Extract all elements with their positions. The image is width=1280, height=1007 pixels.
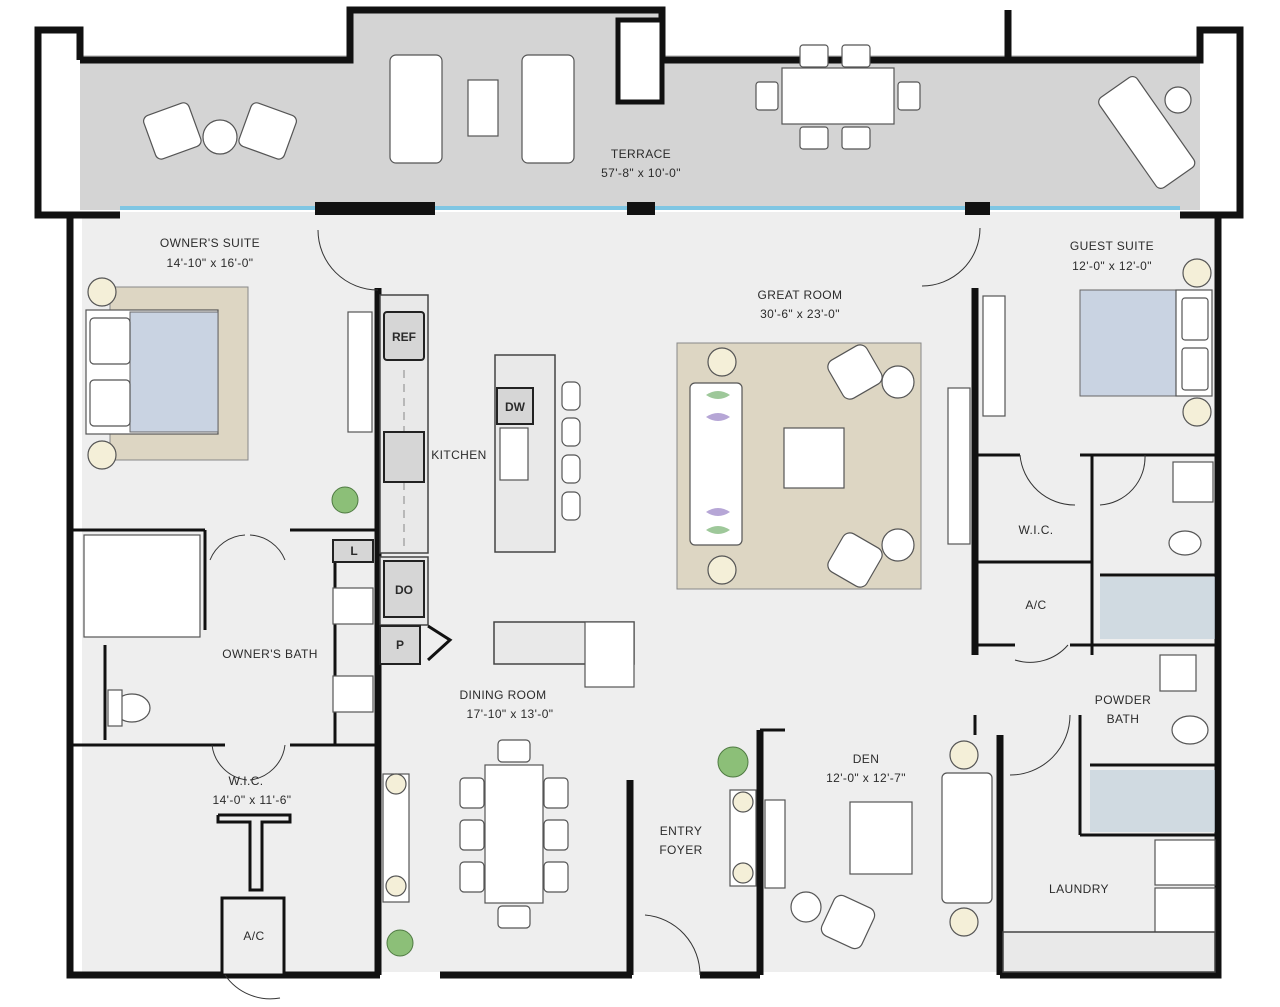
guest-wic-name: W.I.C.	[1018, 523, 1053, 537]
owners-suite-dims: 14'-10" x 16'-0"	[167, 256, 254, 270]
pantry-tag: P	[396, 638, 404, 652]
great-room-name: GREAT ROOM	[758, 288, 843, 302]
ref-tag: REF	[392, 330, 416, 344]
den-name: DEN	[853, 752, 880, 766]
room-labels: TERRACE 57'-8" x 10'-0" OWNER'S SUITE 14…	[160, 147, 1154, 943]
dw-tag: DW	[505, 400, 526, 414]
exterior-walls	[34, 6, 1244, 979]
interior-floor	[82, 212, 1216, 972]
owners-bath-fixtures	[83, 534, 374, 727]
lounge-chair-1	[143, 102, 202, 160]
owners-bath-name: OWNER'S BATH	[222, 647, 318, 661]
interior-walls	[72, 288, 1218, 977]
powder-bath-line2: BATH	[1107, 712, 1140, 726]
terrace-coffee-table	[467, 79, 499, 137]
owners-wic-dims: 14'-0" x 11'-6"	[213, 793, 292, 807]
entry-foyer-line1: ENTRY	[660, 824, 702, 838]
dining-furniture	[382, 739, 757, 957]
dining-room-dims: 17'-10" x 13'-0"	[467, 707, 554, 721]
linen-tag: L	[350, 544, 357, 558]
kitchen-name: KITCHEN	[431, 448, 486, 462]
kitchen	[332, 294, 635, 688]
appliance-tags: REF DW DO P L	[350, 330, 525, 652]
powder-laundry-fixtures	[1002, 654, 1216, 973]
guest-suite-name: GUEST SUITE	[1070, 239, 1154, 253]
terrace-dims: 57'-8" x 10'-0"	[601, 166, 681, 180]
door-swings	[209, 227, 1146, 1000]
owners-ac-name: A/C	[243, 929, 264, 943]
owners-suite-name: OWNER'S SUITE	[160, 236, 260, 250]
den-dims: 12'-0" x 12'-7"	[826, 771, 906, 785]
terrace-furniture	[143, 44, 1196, 189]
great-room-dims: 30'-6" x 23'-0"	[760, 307, 840, 321]
owners-wic-name: W.I.C.	[228, 774, 263, 788]
entry-foyer-line2: FOYER	[659, 843, 702, 857]
chaise-lounge	[1098, 75, 1196, 189]
guest-suite-furniture	[982, 258, 1215, 639]
lounge-chair-2	[238, 102, 297, 160]
terrace-sofa-left	[389, 54, 443, 164]
owners-suite-furniture	[85, 277, 373, 514]
guest-suite-dims: 12'-0" x 12'-0"	[1072, 259, 1152, 273]
do-tag: DO	[395, 583, 413, 597]
guest-ac-name: A/C	[1025, 598, 1046, 612]
dining-room-name: DINING ROOM	[459, 688, 546, 702]
terrace-sofa-right	[521, 54, 575, 164]
laundry-name: LAUNDRY	[1049, 882, 1109, 896]
great-room-furniture	[676, 342, 971, 590]
powder-bath-line1: POWDER	[1095, 693, 1151, 707]
terrace-dining-table	[781, 67, 895, 125]
terrace-name: TERRACE	[611, 147, 671, 161]
terrace-glass-wall	[120, 202, 1180, 215]
den-furniture	[764, 740, 993, 950]
